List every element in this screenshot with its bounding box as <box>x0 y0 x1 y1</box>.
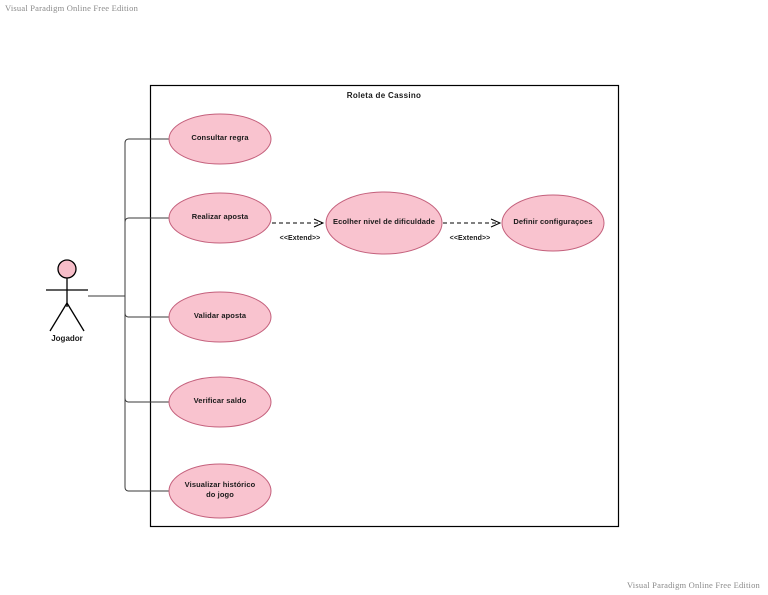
actor-head <box>57 259 77 279</box>
assoc-realizar-aposta <box>124 217 169 296</box>
uc-validar-aposta[interactable] <box>168 291 272 343</box>
uc-definir-configuracoes[interactable] <box>501 194 605 252</box>
association-lines <box>88 138 169 492</box>
assoc-visualizar-historico <box>124 296 169 492</box>
watermark-bottom: Visual Paradigm Online Free Edition <box>626 580 760 590</box>
actor-leg-left <box>49 302 68 332</box>
uc-ecolher-nivel[interactable] <box>325 191 443 255</box>
uc-verificar-saldo[interactable] <box>168 376 272 428</box>
uc-consultar-regra[interactable] <box>168 113 272 165</box>
assoc-consultar-regra <box>124 138 169 296</box>
uc-realizar-aposta[interactable] <box>168 192 272 244</box>
use-case-shapes <box>168 113 605 519</box>
actor-leg-right <box>66 302 85 332</box>
uc-visualizar-historico[interactable] <box>168 463 272 519</box>
watermark-top: Visual Paradigm Online Free Edition <box>5 3 139 13</box>
actor-jogador <box>46 259 88 332</box>
